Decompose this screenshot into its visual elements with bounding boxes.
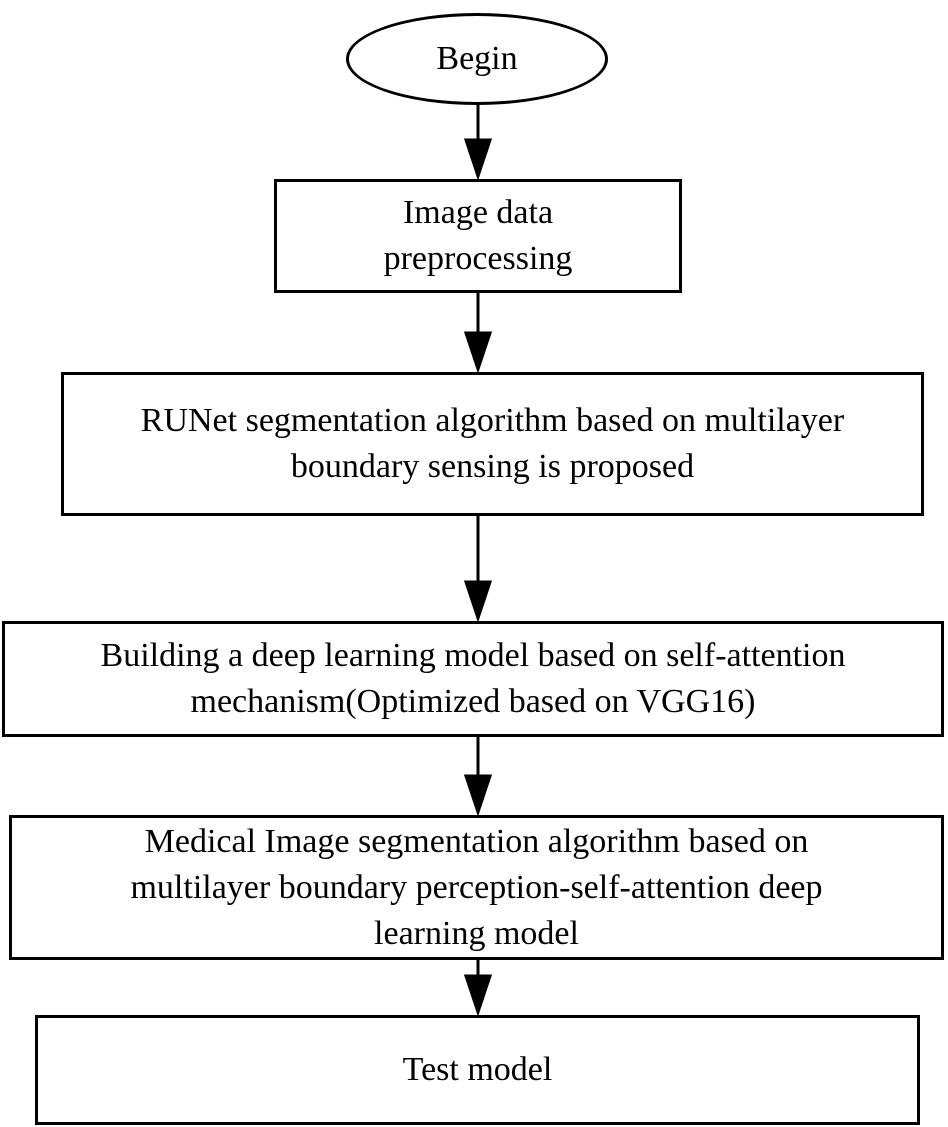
arrowhead-5 <box>463 974 493 1017</box>
runet-segmentation-text: RUNet segmentation algorithm based on mu… <box>141 398 844 490</box>
deep-learning-model-line-1: Building a deep learning model based on … <box>100 637 846 674</box>
deep-learning-model-text: Building a deep learning model based on … <box>101 633 846 725</box>
image-preprocessing-box: Image data preprocessing <box>274 179 682 293</box>
deep-learning-model-box: Building a deep learning model based on … <box>2 621 944 737</box>
medical-segmentation-line-2: multilayer boundary perception-self-atte… <box>130 868 823 906</box>
arrowhead-1 <box>463 138 493 181</box>
medical-segmentation-text: Medical Image segmentation algorithm bas… <box>130 819 822 957</box>
runet-segmentation-box: RUNet segmentation algorithm based on mu… <box>61 372 924 516</box>
test-model-label: Test model <box>402 1051 553 1088</box>
medical-segmentation-box: Medical Image segmentation algorithm bas… <box>9 815 944 960</box>
image-preprocessing-line-1: Image data <box>402 194 554 231</box>
test-model-box: Test model <box>35 1015 920 1125</box>
begin-node: Begin <box>346 13 608 105</box>
arrowhead-4 <box>463 774 493 817</box>
runet-segmentation-line-2: boundary sensing is proposed <box>290 448 695 485</box>
image-preprocessing-line-2: preprocessing <box>383 240 573 277</box>
medical-segmentation-line-1: Medical Image segmentation algorithm bas… <box>144 822 809 860</box>
deep-learning-model-line-2: mechanism(Optimized based on VGG16) <box>190 683 756 720</box>
runet-segmentation-line-1: RUNet segmentation algorithm based on mu… <box>140 402 845 439</box>
image-preprocessing-text: Image data preprocessing <box>384 190 573 282</box>
begin-label: Begin <box>436 40 518 77</box>
arrowhead-2 <box>463 331 493 374</box>
medical-segmentation-line-3: learning model <box>374 914 579 952</box>
arrowhead-3 <box>463 580 493 623</box>
